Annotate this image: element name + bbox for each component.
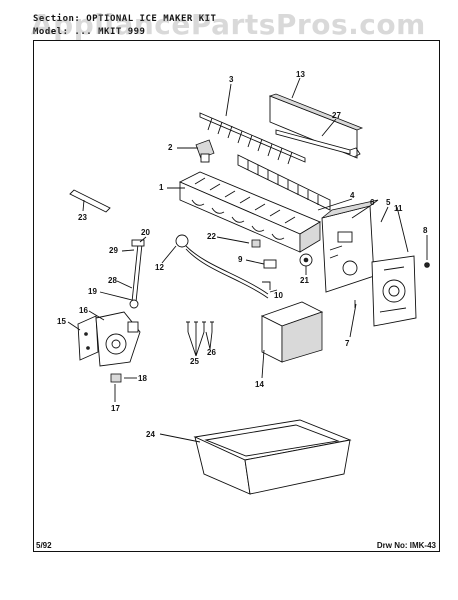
part-17-nut bbox=[110, 373, 122, 383]
callout-11: 11 bbox=[394, 204, 403, 213]
callout-8: 8 bbox=[423, 226, 428, 235]
callout-12: 12 bbox=[155, 263, 164, 272]
section-title: Section: OPTIONAL ICE MAKER KIT bbox=[33, 14, 217, 24]
part-24-ice-bin bbox=[193, 419, 352, 495]
part-13-cover bbox=[268, 93, 364, 159]
part-22-thermal-fuse bbox=[251, 239, 261, 248]
callout-1: 1 bbox=[159, 183, 164, 192]
callout-20: 20 bbox=[141, 228, 150, 237]
footer-date: 5/92 bbox=[36, 541, 52, 550]
part-6-housing bbox=[321, 199, 379, 293]
callout-14: 14 bbox=[255, 380, 264, 389]
part-16-water-valve bbox=[95, 311, 141, 367]
callout-13: 13 bbox=[296, 70, 305, 79]
part-15-bracket bbox=[77, 315, 99, 361]
part-2-bearing bbox=[195, 139, 215, 163]
part-1-mold bbox=[178, 171, 321, 253]
footer-drawing-number: Drw No: IMK-43 bbox=[376, 541, 436, 550]
part-14-front-cover bbox=[260, 301, 324, 363]
callout-5: 5 bbox=[386, 198, 391, 207]
callout-23: 23 bbox=[78, 213, 87, 222]
leader-lines bbox=[67, 77, 428, 443]
part-5-motor bbox=[371, 255, 417, 327]
callout-25: 25 bbox=[190, 357, 199, 366]
part-3-ejector bbox=[199, 112, 306, 165]
part-12-harness bbox=[175, 234, 269, 299]
diagram-frame bbox=[33, 40, 440, 552]
part-9-thermostat bbox=[262, 259, 277, 290]
callout-2: 2 bbox=[168, 143, 173, 152]
callout-6: 6 bbox=[370, 198, 375, 207]
callout-29: 29 bbox=[109, 246, 118, 255]
callout-15: 15 bbox=[57, 317, 66, 326]
callout-7: 7 bbox=[345, 339, 350, 348]
callout-19: 19 bbox=[88, 287, 97, 296]
callout-9: 9 bbox=[238, 255, 243, 264]
callout-10: 10 bbox=[274, 291, 283, 300]
model-line: Model: ... MKIT 999 bbox=[33, 27, 146, 37]
part-20-fill-tube bbox=[129, 239, 145, 309]
parts-25-26-screws bbox=[186, 321, 214, 332]
part-23-tube bbox=[69, 189, 111, 213]
part-21-gear bbox=[299, 253, 313, 267]
callout-28: 28 bbox=[108, 276, 117, 285]
callout-16: 16 bbox=[79, 306, 88, 315]
callout-3: 3 bbox=[229, 75, 234, 84]
callout-21: 21 bbox=[300, 276, 309, 285]
part-8-screw bbox=[424, 262, 430, 268]
callout-17: 17 bbox=[111, 404, 120, 413]
part-27-shield bbox=[275, 129, 361, 158]
callout-24: 24 bbox=[146, 430, 155, 439]
callout-22: 22 bbox=[207, 232, 216, 241]
callout-18: 18 bbox=[138, 374, 147, 383]
callout-4: 4 bbox=[350, 191, 355, 200]
watermark: AppliancePartsPros.com bbox=[31, 8, 426, 41]
callout-27: 27 bbox=[332, 111, 341, 120]
callout-26: 26 bbox=[207, 348, 216, 357]
part-4-stripper bbox=[237, 154, 331, 211]
